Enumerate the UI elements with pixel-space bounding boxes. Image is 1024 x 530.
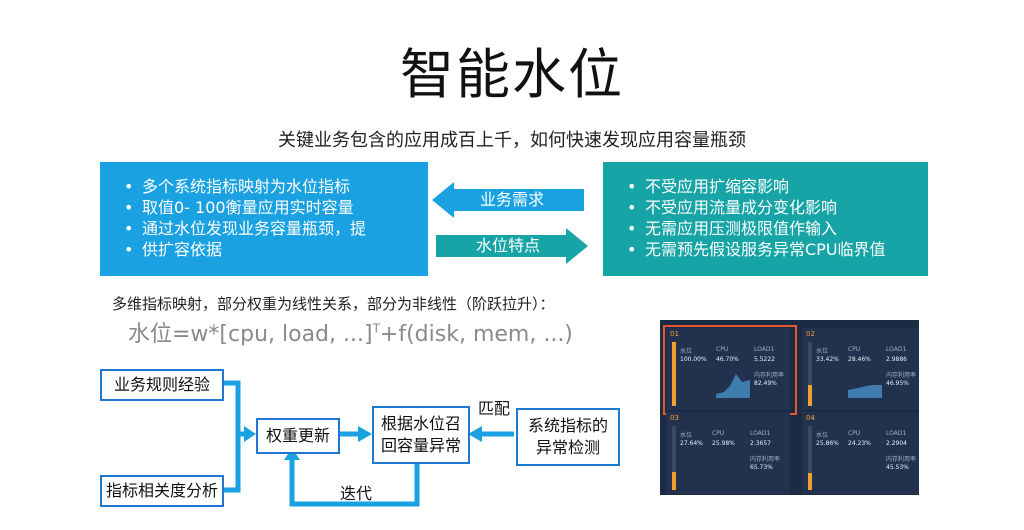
iterate-label: 迭代 bbox=[340, 484, 373, 503]
metric-value: 65.73% bbox=[750, 464, 773, 471]
metric-label: CPU bbox=[848, 346, 861, 353]
panel-id: 03 bbox=[670, 414, 679, 422]
recall-line-2: 回容量异常 bbox=[380, 436, 461, 455]
panel-id: 01 bbox=[670, 330, 679, 338]
dashboard-panel: 01 水位 100.00% CPU 46.70% LOAD1 5.5222 内存… bbox=[666, 328, 790, 410]
metric-label: CPU bbox=[848, 430, 861, 437]
water-level-fill bbox=[672, 472, 676, 490]
metric-label: 内存利用率 bbox=[886, 456, 917, 463]
metric-value: 28.46% bbox=[848, 356, 871, 363]
highlight-frame bbox=[663, 325, 797, 415]
metric-label: 内存利用率 bbox=[750, 456, 781, 463]
arrow-right-icon: 水位特点 bbox=[436, 228, 588, 264]
metric-value: 46.70% bbox=[716, 356, 739, 363]
list-item: 通过水位发现业务容量瓶颈，提 bbox=[124, 218, 418, 239]
list-item: 供扩容依据 bbox=[124, 239, 418, 260]
match-label: 匹配 bbox=[478, 399, 511, 418]
metric-anomaly-detection-box: 系统指标的 异常检测 bbox=[516, 408, 620, 466]
metric-label: 水位 bbox=[816, 432, 829, 439]
page-subtitle: 关键业务包含的应用成百上千，如何快速发现应用容量瓶颈 bbox=[278, 130, 746, 151]
page-title: 智能水位 bbox=[400, 43, 624, 106]
metric-label: 水位 bbox=[680, 348, 693, 355]
metric-value: 100.00% bbox=[680, 356, 707, 363]
cpu-sparkline bbox=[716, 374, 750, 398]
water-level-fill bbox=[808, 473, 812, 490]
arrow-left-icon: 业务需求 bbox=[432, 182, 584, 218]
business-rule-experience-box: 业务规则经验 bbox=[100, 369, 224, 401]
business-need-box: 多个系统指标映射为水位指标 取值0- 100衡量应用实时容量 通过水位发现业务容… bbox=[100, 162, 428, 276]
cpu-sparkline bbox=[848, 385, 882, 398]
metric-value: 2.2904 bbox=[886, 440, 907, 447]
metric-value: 27.64% bbox=[680, 440, 703, 447]
metric-value: 45.53% bbox=[886, 464, 909, 471]
metric-label: CPU bbox=[712, 430, 725, 437]
arrow-right-label: 水位特点 bbox=[476, 236, 541, 255]
panel-id: 02 bbox=[806, 330, 815, 338]
weight-update-box: 权重更新 bbox=[256, 418, 340, 454]
water-level-gauge bbox=[672, 426, 676, 490]
formula-sup: T bbox=[372, 321, 380, 336]
formula-main: 水位=w*[cpu, load, ...] bbox=[128, 322, 373, 347]
list-item: 不受应用扩缩容影响 bbox=[627, 176, 918, 197]
capacity-anomaly-recall-box: 根据水位召 回容量异常 bbox=[372, 406, 470, 464]
metric-label: 内存利用率 bbox=[886, 372, 917, 379]
mapping-text: 多维指标映射，部分权重为线性关系，部分为非线性（阶跃拉升）： bbox=[112, 295, 555, 313]
list-item: 无需应用压测极限值作输入 bbox=[627, 218, 918, 239]
list-item: 无需预先假设服务异常CPU临界值 bbox=[627, 239, 918, 260]
metric-label: LOAD1 bbox=[886, 346, 907, 353]
panel-id: 04 bbox=[806, 414, 815, 422]
water-level-fill bbox=[808, 385, 812, 406]
metric-value: 2.9886 bbox=[886, 356, 907, 363]
metric-value: 82.49% bbox=[754, 380, 777, 387]
metric-label: LOAD1 bbox=[750, 430, 771, 437]
water-level-feature-box: 不受应用扩缩容影响 不受应用流量成分变化影响 无需应用压测极限值作输入 无需预先… bbox=[603, 162, 928, 276]
dashboard-panel: 03 水位 27.64% CPU 25.98% LOAD1 2.3657 内存利… bbox=[666, 412, 790, 494]
metric-value: 25.98% bbox=[712, 440, 735, 447]
arrow-left-label: 业务需求 bbox=[480, 190, 545, 209]
water-level-gauge bbox=[808, 342, 812, 406]
metric-label: 水位 bbox=[680, 432, 693, 439]
metric-label: 水位 bbox=[816, 348, 829, 355]
list-item: 不受应用流量成分变化影响 bbox=[627, 197, 918, 218]
metric-label: CPU bbox=[716, 346, 729, 353]
metric-value: 5.5222 bbox=[754, 356, 775, 363]
water-level-fill bbox=[672, 342, 676, 406]
dashboard-panel: 02 水位 33.42% CPU 28.46% LOAD1 2.9886 内存利… bbox=[802, 328, 919, 410]
detect-line-2: 异常检测 bbox=[535, 438, 600, 457]
water-level-gauge bbox=[808, 426, 812, 490]
metric-value: 25.86% bbox=[816, 440, 839, 447]
metric-value: 33.42% bbox=[816, 356, 839, 363]
list-item: 取值0- 100衡量应用实时容量 bbox=[124, 197, 418, 218]
water-level-dashboard: 01 水位 100.00% CPU 46.70% LOAD1 5.5222 内存… bbox=[660, 320, 919, 495]
metric-label: LOAD1 bbox=[754, 346, 775, 353]
metric-value: 24.23% bbox=[848, 440, 871, 447]
metric-label: 内存利用率 bbox=[754, 372, 785, 379]
metric-correlation-box: 指标相关度分析 bbox=[100, 475, 224, 507]
metric-value: 46.95% bbox=[886, 380, 909, 387]
recall-line-1: 根据水位召 bbox=[380, 414, 461, 433]
metric-label: LOAD1 bbox=[886, 430, 907, 437]
list-item: 多个系统指标映射为水位指标 bbox=[124, 176, 418, 197]
water-level-gauge bbox=[672, 342, 676, 406]
metric-value: 2.3657 bbox=[750, 440, 771, 447]
formula-tail: +f(disk, mem, ...) bbox=[379, 322, 573, 347]
dashboard-panel: 04 水位 25.86% CPU 24.23% LOAD1 2.2904 内存利… bbox=[802, 412, 919, 494]
formula: 水位=w*[cpu, load, ...]T+f(disk, mem, ...) bbox=[128, 316, 573, 348]
detect-line-1: 系统指标的 bbox=[527, 416, 608, 435]
